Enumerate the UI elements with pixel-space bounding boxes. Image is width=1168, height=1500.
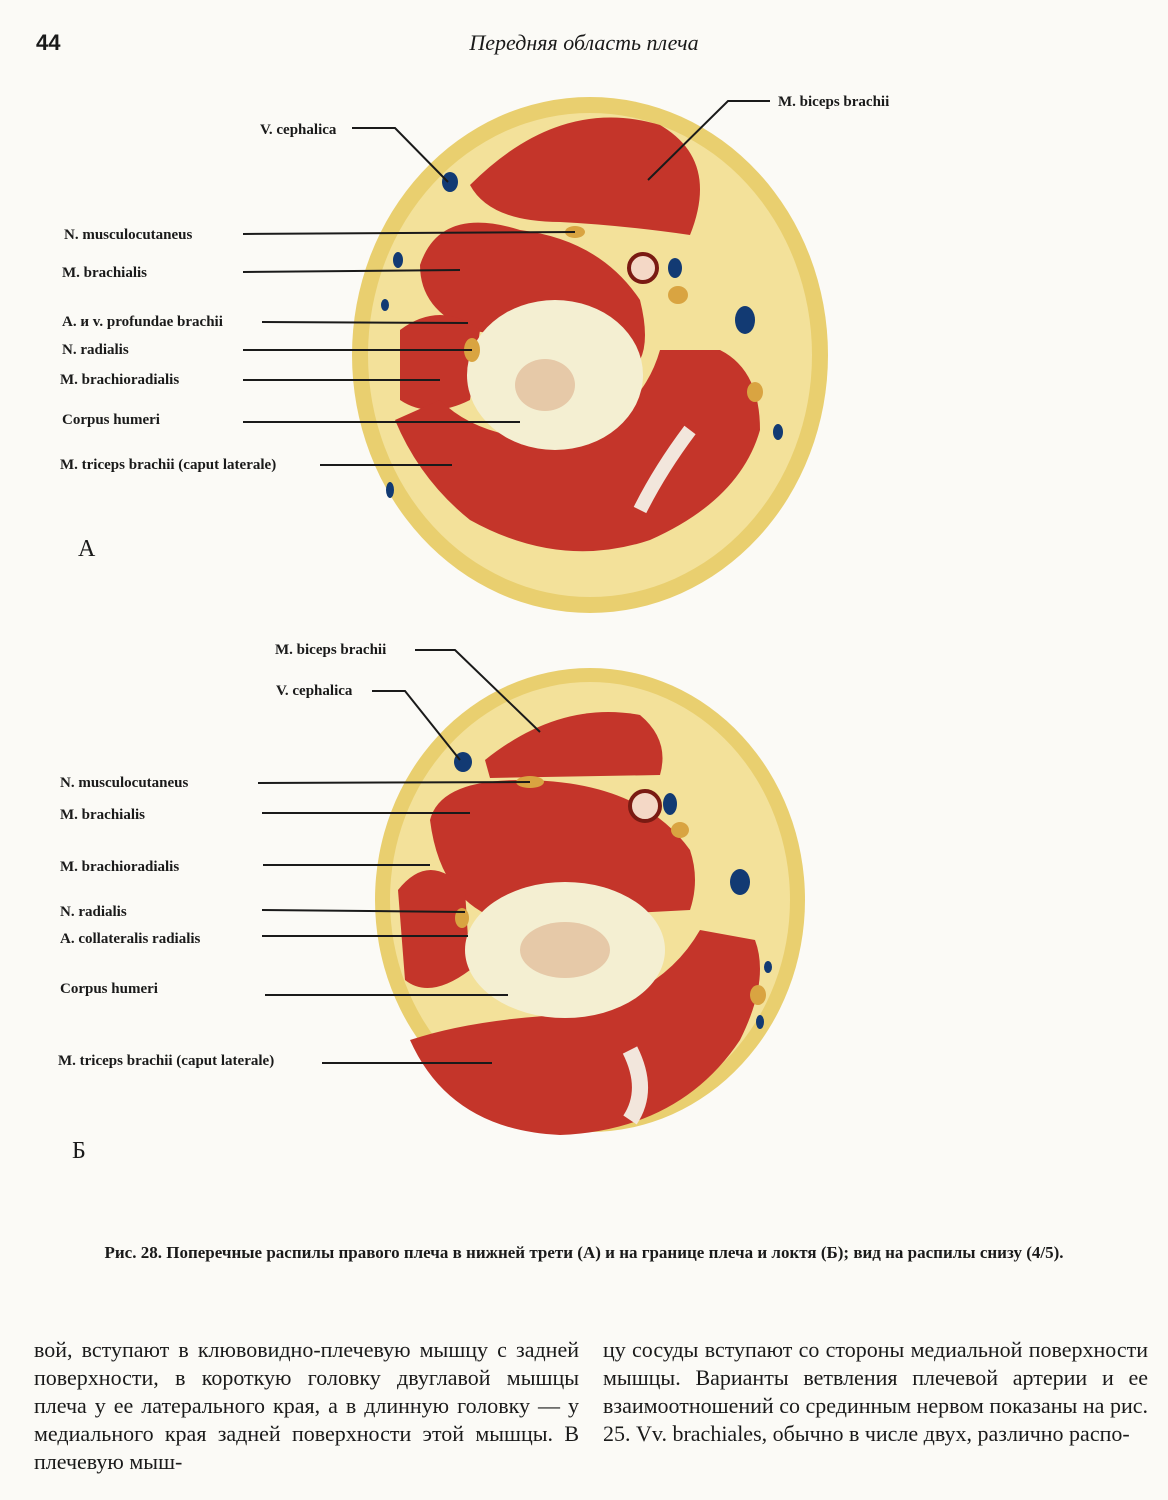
brachialis-muscle — [430, 780, 695, 920]
basilic-vein — [735, 306, 755, 334]
running-title: Передняя область плеча — [469, 30, 699, 55]
figure-a-label-2: N. musculocutaneus — [64, 227, 193, 243]
figure-b-illustration — [257, 649, 805, 1135]
bone-marrow — [515, 359, 575, 411]
figure-a: V. cephalica N. musculocutaneus M. brach… — [0, 0, 1168, 620]
fat-vein-1 — [393, 252, 403, 268]
brachioradialis-muscle — [400, 315, 480, 410]
fat-vein-1 — [756, 1015, 764, 1029]
median-nerve — [671, 822, 689, 838]
fascia-septum — [622, 1046, 648, 1125]
figure-a-illustration — [242, 97, 828, 613]
brachial-vein — [668, 258, 682, 278]
leader-2 — [242, 231, 576, 235]
figure-a-label-6: M. brachioradialis — [60, 372, 180, 388]
triceps-muscle — [395, 350, 760, 552]
figure-b-label-5: M. brachioradialis — [60, 859, 180, 875]
brachial-vein — [663, 793, 677, 815]
ulnar-nerve — [750, 985, 766, 1005]
fat-vein-2 — [764, 961, 772, 973]
biceps-muscle — [485, 712, 663, 778]
brachial-artery — [627, 252, 659, 284]
leader-4 — [261, 321, 469, 324]
figure-b-label-8: Corpus humeri — [60, 981, 158, 997]
leader-9 — [647, 100, 770, 181]
figure-b-label-9: M. triceps brachii (caput laterale) — [58, 1053, 275, 1069]
fascia-septum — [633, 425, 696, 514]
figure-a-leader-lines — [242, 100, 770, 466]
figure-b-label-1: M. biceps brachii — [275, 642, 387, 658]
fat-vein-4 — [386, 482, 394, 498]
leader-3 — [242, 269, 461, 273]
figure-b-leader-lines — [257, 649, 541, 1064]
leader-3 — [257, 781, 531, 784]
figure-a-label-1: V. cephalica — [260, 122, 337, 138]
figure-a-label-4: A. и v. profundae brachii — [62, 314, 223, 330]
figure-b-label-4: M. brachialis — [60, 807, 145, 823]
fat-vein-2 — [381, 299, 389, 311]
leader-1 — [415, 649, 541, 733]
figure-b-label-3: N. musculocutaneus — [60, 775, 189, 791]
cephalic-vein — [442, 172, 458, 192]
basilic-vein — [730, 869, 750, 895]
figure-a-label-8: M. triceps brachii (caput laterale) — [60, 457, 277, 473]
brachial-artery — [628, 789, 662, 823]
leader-6 — [261, 909, 466, 913]
figure-b-panel-letter: Б — [72, 1138, 86, 1164]
radial-nerve — [455, 908, 469, 928]
figure-a-label-9: M. biceps brachii — [778, 94, 890, 110]
figure-b-label-7: A. collateralis radialis — [60, 931, 201, 947]
figure-a-panel-letter: А — [78, 536, 96, 562]
triceps-muscle — [410, 930, 760, 1135]
figure-b-label-6: N. radialis — [60, 904, 127, 920]
leader-2 — [372, 690, 461, 761]
biceps-muscle — [470, 117, 700, 235]
body-text-left-column: вой, вступают в клювовидно-плечевую мышц… — [34, 1337, 579, 1474]
figure-b: M. biceps brachii V. cephalica N. muscul… — [0, 620, 1168, 1220]
body-text-right-column: цу сосуды вступают со стороны медиальной… — [603, 1337, 1148, 1446]
bone-marrow — [520, 922, 610, 978]
figure-b-label-2: V. cephalica — [276, 683, 353, 699]
brachioradialis-muscle — [398, 870, 470, 988]
median-nerve — [668, 286, 688, 304]
figure-caption: Рис. 28. Поперечные распилы правого плеч… — [104, 1243, 1064, 1262]
figure-a-label-7: Corpus humeri — [62, 412, 160, 428]
page-number: 44 — [36, 30, 61, 55]
ulnar-nerve — [747, 382, 763, 402]
leader-1 — [352, 127, 449, 183]
figure-a-label-5: N. radialis — [62, 342, 129, 358]
fat-vein-3 — [773, 424, 783, 440]
figure-a-label-3: M. brachialis — [62, 265, 147, 281]
